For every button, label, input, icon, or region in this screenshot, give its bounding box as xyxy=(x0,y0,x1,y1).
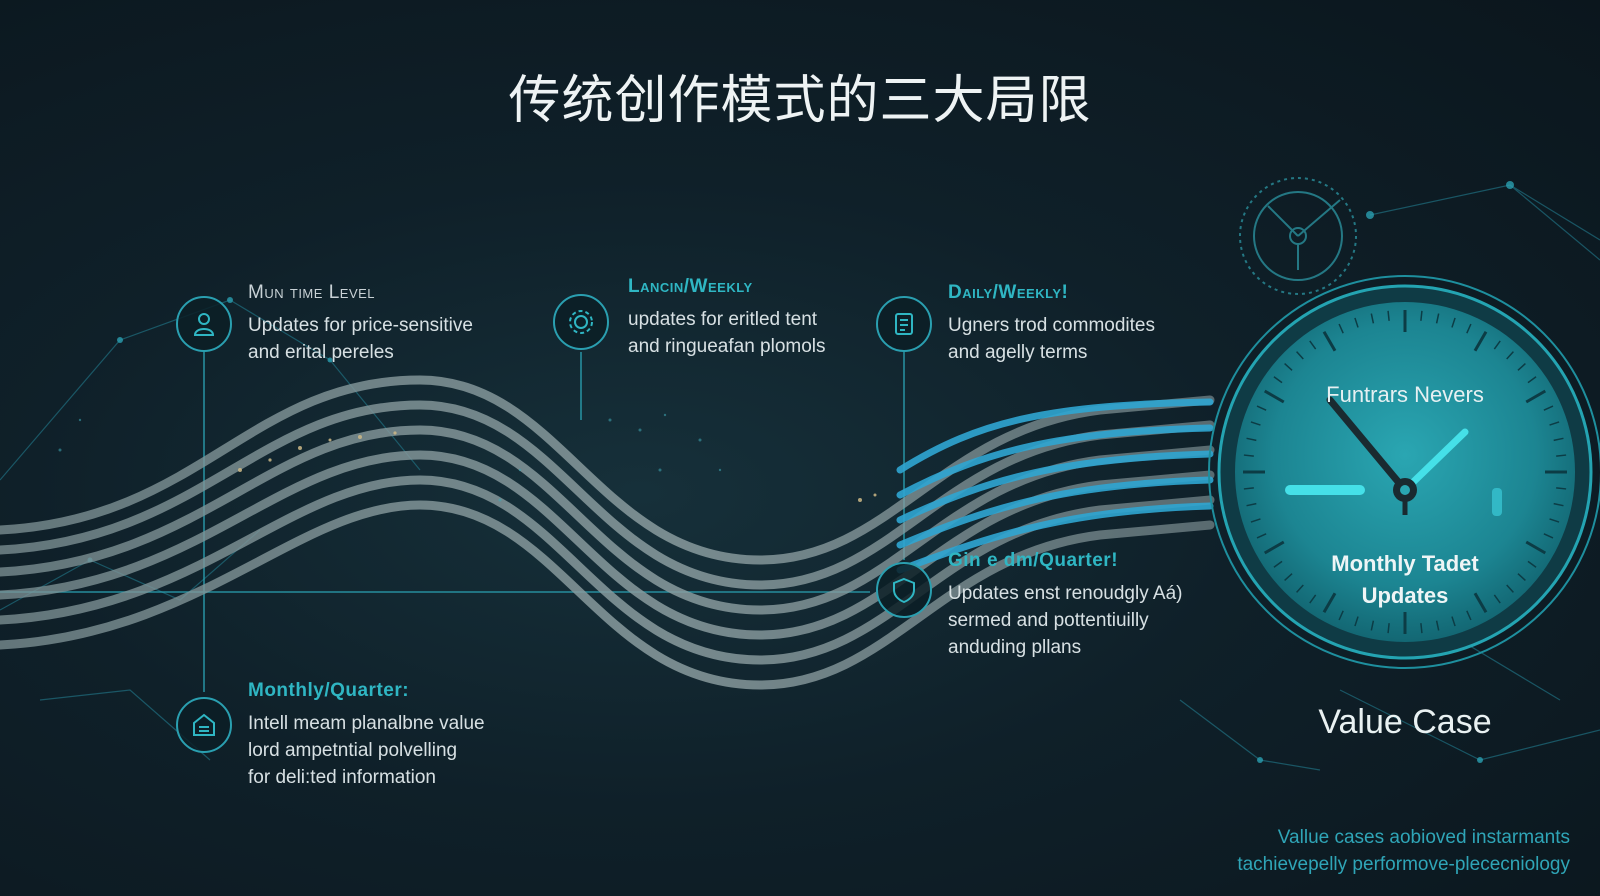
clock-icon xyxy=(1208,275,1600,669)
clock-tick xyxy=(1525,389,1547,404)
clock-tick xyxy=(1387,623,1390,634)
clock-tick xyxy=(1435,620,1440,631)
clock-tick xyxy=(1296,584,1304,593)
clock-tick xyxy=(1506,584,1514,593)
clock-tick xyxy=(1517,573,1526,581)
clock-tick xyxy=(1556,454,1567,457)
gear-icon xyxy=(553,294,609,350)
node-desc-line: and agelly terms xyxy=(948,342,1088,363)
node-monthly-quarter: Monthly/Quarter: Intell meam planalbne v… xyxy=(248,680,485,791)
clock-tick xyxy=(1549,518,1560,523)
node-gin-e-dm-quarter: Gin e dm/Quarter! Updates enst renoudgly… xyxy=(948,550,1183,661)
node-label: Gin e dm/Quarter! xyxy=(948,550,1119,571)
clock-tick xyxy=(1451,616,1456,627)
clock-tick xyxy=(1256,405,1267,411)
clock-tick xyxy=(1420,623,1423,634)
clock-tick xyxy=(1246,437,1257,442)
node-desc-line: and erital pereles xyxy=(248,342,394,363)
clock-bottom-label: Monthly Tadet Updates xyxy=(1265,548,1545,612)
clock-tick xyxy=(1466,323,1472,334)
clock-tick xyxy=(1284,363,1293,371)
node-label: Monthly/Quarter: xyxy=(248,680,410,701)
clock-tick xyxy=(1527,560,1537,568)
node-desc-line: updates for eritled tent xyxy=(628,309,818,330)
node-desc-line: Updates enst renoudgly Aá) xyxy=(948,583,1183,604)
document-icon xyxy=(876,296,932,352)
clock-tick xyxy=(1296,351,1304,360)
blue-waves xyxy=(896,398,1214,574)
clock-tick xyxy=(1273,376,1283,384)
clock-tick xyxy=(1309,340,1317,350)
node-label: Lancin/Weekly xyxy=(628,276,753,297)
node-label: Mun time Level xyxy=(248,282,376,303)
dust-dots xyxy=(58,413,722,502)
clock-bottom-line: Monthly Tadet xyxy=(1331,551,1479,576)
clock-tick xyxy=(1263,540,1285,555)
clock-tick xyxy=(1250,518,1261,523)
clock-tick xyxy=(1370,313,1375,324)
clock-tick xyxy=(1250,421,1261,426)
node-desc-line: Ugners trod commodites xyxy=(948,315,1155,336)
value-case-heading: Value Case xyxy=(1318,703,1492,741)
clock-tick xyxy=(1338,323,1344,334)
clock-tick xyxy=(1309,594,1317,604)
clock-tick xyxy=(1322,592,1337,614)
clock-tick xyxy=(1527,376,1537,384)
clock-tick xyxy=(1556,487,1567,490)
clock-top-label: Funtrars Nevers xyxy=(1326,382,1484,407)
clock-tick xyxy=(1553,502,1564,507)
footer-line: tachievepelly performove-plecеcniology xyxy=(1237,854,1570,875)
clock-tick xyxy=(1517,363,1526,371)
footer-line: Vallue cases aobioved instarmants xyxy=(1277,827,1570,848)
clock-tick xyxy=(1243,487,1254,490)
clock-tick xyxy=(1246,502,1257,507)
clock-tick xyxy=(1473,592,1488,614)
clock-tick xyxy=(1493,594,1501,604)
clock-tick xyxy=(1273,560,1283,568)
clock-tick xyxy=(1370,620,1375,631)
clock-tick xyxy=(1284,573,1293,581)
node-desc-line: for deli:ted information xyxy=(248,767,436,788)
calendar-icon xyxy=(176,697,232,753)
node-desc-line: Intell meam planalbne value xyxy=(248,713,485,734)
clock-tick xyxy=(1420,310,1423,321)
clock-tick xyxy=(1506,351,1514,360)
person-icon xyxy=(176,296,232,352)
footer-note: Vallue cases aobioved instarmants tachie… xyxy=(1237,824,1570,878)
clock-tick xyxy=(1543,405,1554,411)
node-desc-line: and ringueafan plomols xyxy=(628,336,826,357)
clock-tick xyxy=(1354,317,1359,328)
node-lancin-weekly: Lancin/Weekly updates for eritled tent a… xyxy=(628,276,826,360)
clock-tick xyxy=(1322,330,1337,352)
node-desc-line: sermed and pottentiuilly xyxy=(948,610,1149,631)
clock-tick xyxy=(1338,610,1344,621)
clock-tick xyxy=(1549,421,1560,426)
node-mun-time-level: Mun time Level Updates for price-sensiti… xyxy=(248,282,473,366)
clock-tick xyxy=(1493,340,1501,350)
clock-tick xyxy=(1354,616,1359,627)
clock-tick xyxy=(1451,317,1456,328)
small-gear-icon xyxy=(1239,177,1357,295)
clock-tick xyxy=(1553,437,1564,442)
node-desc-line: lord ampetntial polvelling xyxy=(248,740,458,761)
clock-tick xyxy=(1263,389,1285,404)
page-title: 传统创作模式的三大局限 xyxy=(508,71,1092,131)
node-daily-weekly: Daily/Weekly! Ugners trod commodites and… xyxy=(948,282,1155,366)
shield-icon xyxy=(876,562,932,618)
node-label: Daily/Weekly! xyxy=(948,282,1069,303)
clock-tick xyxy=(1466,610,1472,621)
clock-tick xyxy=(1543,533,1554,539)
clock-tick xyxy=(1256,533,1267,539)
clock-tick xyxy=(1473,330,1488,352)
node-desc-line: anduding pllans xyxy=(948,637,1082,658)
clock-tick xyxy=(1435,313,1440,324)
clock-tick xyxy=(1243,454,1254,457)
clock-tick xyxy=(1387,310,1390,321)
wave-sparkles xyxy=(238,431,877,502)
clock-tick xyxy=(1525,540,1547,555)
node-desc-line: Updates for price-sensitive xyxy=(248,315,473,336)
clock-bottom-line: Updates xyxy=(1361,583,1449,608)
